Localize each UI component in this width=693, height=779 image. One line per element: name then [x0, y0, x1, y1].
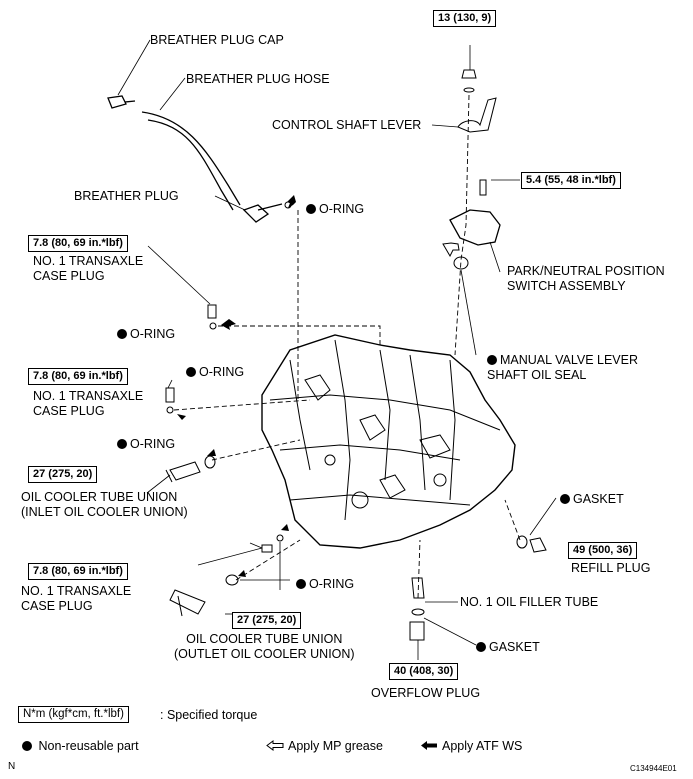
outlet-union: [169, 589, 206, 617]
label-o-ring-5: O-RING: [296, 577, 354, 592]
non-reusable-dot-icon: [186, 367, 196, 377]
non-reusable-dot-icon: [476, 642, 486, 652]
atf-arrow-3: [177, 414, 188, 422]
non-reusable-dot-icon: [296, 579, 306, 589]
atf-arrow-6: [238, 570, 246, 577]
label-breather-plug: BREATHER PLUG: [74, 189, 179, 203]
overflow-plug: [409, 621, 425, 641]
label-park-neutral-switch: PARK/NEUTRAL POSITION SWITCH ASSEMBLY: [507, 264, 665, 293]
torque-13: 13 (130, 9): [433, 10, 497, 27]
label-overflow-plug: OVERFLOW PLUG: [371, 686, 481, 700]
torque-40: 40 (408, 30): [389, 663, 459, 680]
inlet-union: [165, 461, 201, 483]
transaxle-case: [261, 334, 516, 549]
non-reusable-dot-icon: [306, 204, 316, 214]
corner-mark: N: [8, 761, 16, 772]
label-o-ring-2: O-RING: [117, 327, 175, 342]
torque-7-8-low: 7.8 (80, 69 in.*lbf): [28, 563, 128, 580]
torque-5-4: 5.4 (55, 48 in.*lbf): [521, 172, 621, 189]
label-oil-cooler-inlet: OIL COOLER TUBE UNION (INLET OIL COOLER …: [21, 490, 188, 519]
non-reusable-dot-icon: [560, 494, 570, 504]
mp-grease-arrow-part: [442, 242, 460, 258]
label-case-plug-top: NO. 1 TRANSAXLE CASE PLUG: [33, 254, 144, 283]
label-breather-plug-cap: BREATHER PLUG CAP: [150, 33, 284, 47]
atf-arrow-2: [221, 319, 236, 330]
label-oil-cooler-outlet: OIL COOLER TUBE UNION (OUTLET OIL COOLER…: [174, 632, 355, 661]
label-oil-filler-tube: NO. 1 OIL FILLER TUBE: [460, 595, 599, 609]
non-reusable-dot-icon: [22, 741, 32, 751]
torque-7-8-top: 7.8 (80, 69 in.*lbf): [28, 235, 128, 252]
refill-plug: [529, 537, 547, 553]
breather-plug-hose: [141, 111, 241, 211]
solid-arrow-icon: [421, 741, 437, 750]
atf-arrow-5: [281, 524, 289, 531]
label-breather-plug-hose: BREATHER PLUG HOSE: [186, 72, 330, 86]
legend-atf-ws: Apply ATF WS: [420, 739, 522, 754]
atf-arrow-4: [207, 449, 216, 456]
legend-mp-grease: Apply MP grease: [266, 739, 383, 754]
label-case-plug-mid: NO. 1 TRANSAXLE CASE PLUG: [33, 389, 144, 418]
label-o-ring-top: O-RING: [306, 202, 364, 217]
torque-27-outlet: 27 (275, 20): [232, 612, 302, 629]
label-refill-plug: REFILL PLUG: [571, 561, 651, 575]
label-o-ring-4: O-RING: [117, 437, 175, 452]
figure-code: C134944E01: [630, 764, 677, 773]
atf-arrow-1: [287, 195, 296, 208]
breather-plug-cap: [107, 95, 127, 109]
label-case-plug-low: NO. 1 TRANSAXLE CASE PLUG: [21, 584, 132, 613]
breather-plug: [242, 203, 283, 223]
non-reusable-dot-icon: [487, 355, 497, 365]
label-manual-valve-seal: MANUAL VALVE LEVER SHAFT OIL SEAL: [487, 353, 639, 382]
legend-non-reusable: Non-reusable part: [22, 739, 139, 754]
hollow-arrow-icon: [266, 740, 284, 751]
label-o-ring-3: O-RING: [186, 365, 244, 380]
switch-assembly: [449, 209, 501, 246]
non-reusable-dot-icon: [117, 329, 127, 339]
torque-7-8-mid: 7.8 (80, 69 in.*lbf): [28, 368, 128, 385]
label-gasket-overflow: GASKET: [476, 640, 540, 655]
nut-13: [461, 69, 477, 79]
legend-torque-desc: : Specified torque: [160, 708, 258, 722]
label-gasket-refill: GASKET: [560, 492, 624, 507]
torque-27-inlet: 27 (275, 20): [28, 466, 98, 483]
non-reusable-dot-icon: [117, 439, 127, 449]
torque-49: 49 (500, 36): [568, 542, 638, 559]
legend-torque-unit: N*m (kgf*cm, ft.*lbf): [18, 706, 129, 723]
control-shaft-lever: [457, 97, 497, 133]
label-control-shaft-lever: CONTROL SHAFT LEVER: [272, 118, 422, 132]
